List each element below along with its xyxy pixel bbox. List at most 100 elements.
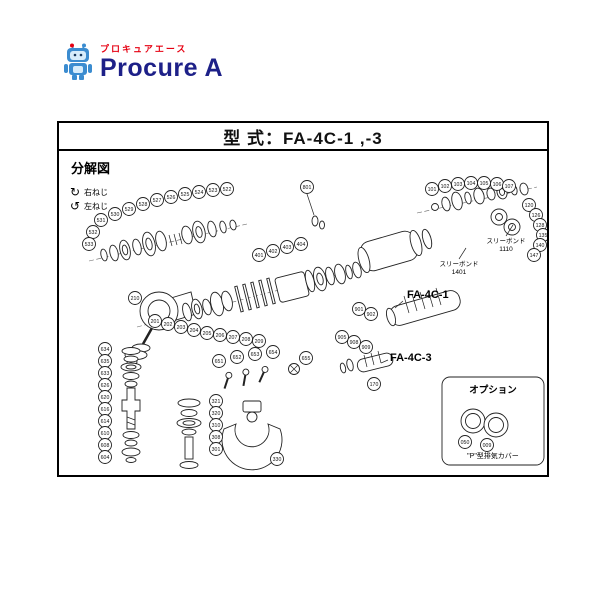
part-balloon [300, 180, 314, 194]
part-balloon [502, 179, 516, 193]
part-number: 203 [177, 325, 186, 331]
annotation-text: スリーボンド [440, 260, 479, 268]
model-label: FA-4C-1 [407, 289, 449, 301]
left-thread-label: 左ねじ [84, 201, 108, 211]
grip-body-fa4c1 [385, 287, 461, 327]
diagram-frame: 型 式：FA-4C-1 ,-3 分解図 ↻ 右ねじ ↺ 左ねじ [57, 121, 549, 477]
part-number: 635 [101, 359, 110, 365]
part-balloon [248, 347, 262, 361]
part-balloon [150, 193, 164, 207]
part-number: 102 [441, 184, 450, 190]
part-balloon [266, 244, 280, 258]
part-balloon [94, 213, 108, 227]
part-balloon [425, 182, 439, 196]
part-number: 528 [139, 202, 148, 208]
part-number: 404 [297, 242, 306, 248]
part-number: 330 [273, 457, 282, 463]
part-number: 908 [350, 340, 359, 346]
part-number: 530 [111, 212, 120, 218]
wheel-guard [221, 400, 283, 471]
part-number: 209 [255, 339, 264, 345]
part-number: 604 [101, 455, 110, 461]
part-number: 128 [536, 223, 545, 229]
part-balloon [192, 185, 206, 199]
part-balloon [299, 351, 313, 365]
part-number: 532 [89, 230, 98, 236]
part-number: 201 [151, 319, 160, 325]
part-number: 652 [233, 355, 242, 361]
part-balloon [128, 291, 142, 305]
part-number: 308 [212, 435, 221, 441]
part-number: 533 [85, 242, 94, 248]
part-number: 801 [303, 185, 312, 191]
part-number: 527 [153, 198, 162, 204]
part-balloon [294, 237, 308, 251]
part-number: 402 [269, 249, 278, 255]
part-balloon [122, 202, 136, 216]
part-number: 205 [203, 331, 212, 337]
part-number: 633 [101, 371, 110, 377]
right-thread-label: 右ねじ [84, 187, 108, 197]
muffler-fa4c3 [339, 350, 394, 374]
part-number: 301 [212, 447, 221, 453]
annotation-text: 1110 [499, 246, 513, 253]
part-number: 526 [167, 195, 176, 201]
diagram-heading: 分解図 [71, 161, 110, 176]
part-number: 403 [283, 245, 292, 251]
part-number: 310 [212, 423, 221, 429]
part-balloon [82, 237, 96, 251]
main-parts-chain [182, 228, 433, 322]
part-balloon [108, 207, 122, 221]
part-number: 120 [525, 203, 534, 209]
annotation-text: スリーボンド [487, 237, 526, 245]
part-number: 170 [370, 382, 379, 388]
part-number: 653 [251, 352, 260, 358]
procure-a-logo: プロキュアエース Procure A [62, 42, 223, 82]
part-balloon [252, 248, 266, 262]
part-number: 140 [536, 243, 545, 249]
part-balloon [359, 340, 373, 354]
option-caption: "P"型排気カバー [467, 451, 519, 460]
part-number: 608 [101, 443, 110, 449]
part-number: 909 [362, 345, 371, 351]
part-number: 522 [223, 187, 232, 193]
part-balloon [178, 187, 192, 201]
part-number: 616 [101, 407, 110, 413]
part-number: 529 [125, 207, 134, 213]
part-number: 523 [209, 188, 218, 194]
part-balloon [527, 248, 541, 262]
logo-name: Procure A [100, 53, 224, 82]
part-balloon [335, 330, 349, 344]
screw-parts [223, 363, 300, 389]
valve-parts-chain [311, 182, 529, 236]
part-number: 610 [101, 431, 110, 437]
left-thread-icon: ↺ [70, 199, 80, 213]
part-number: 126 [532, 213, 541, 219]
part-balloon [252, 334, 266, 348]
upper-parts-chain [100, 219, 237, 262]
part-number: 531 [97, 218, 106, 224]
part-balloon [352, 302, 366, 316]
part-balloon [367, 377, 381, 391]
part-balloon [364, 307, 378, 321]
part-balloon [174, 320, 188, 334]
part-balloon [458, 435, 472, 449]
part-number: 902 [367, 312, 376, 318]
spindle-parts-left [120, 347, 142, 463]
part-number: 626 [101, 383, 110, 389]
part-balloon [480, 438, 494, 452]
part-number: 614 [101, 419, 110, 425]
part-balloon [270, 452, 284, 466]
part-balloon [347, 335, 361, 349]
part-number: 401 [255, 253, 264, 259]
part-balloon [161, 317, 175, 331]
part-balloon [209, 442, 223, 456]
exploded-diagram: 分解図 ↻ 右ねじ ↺ 左ねじ [70, 161, 547, 471]
part-number: 655 [302, 356, 311, 362]
part-balloon [148, 314, 162, 328]
part-number: 202 [164, 322, 173, 328]
part-balloon [98, 450, 112, 464]
annotation-text: 1401 [452, 269, 467, 276]
